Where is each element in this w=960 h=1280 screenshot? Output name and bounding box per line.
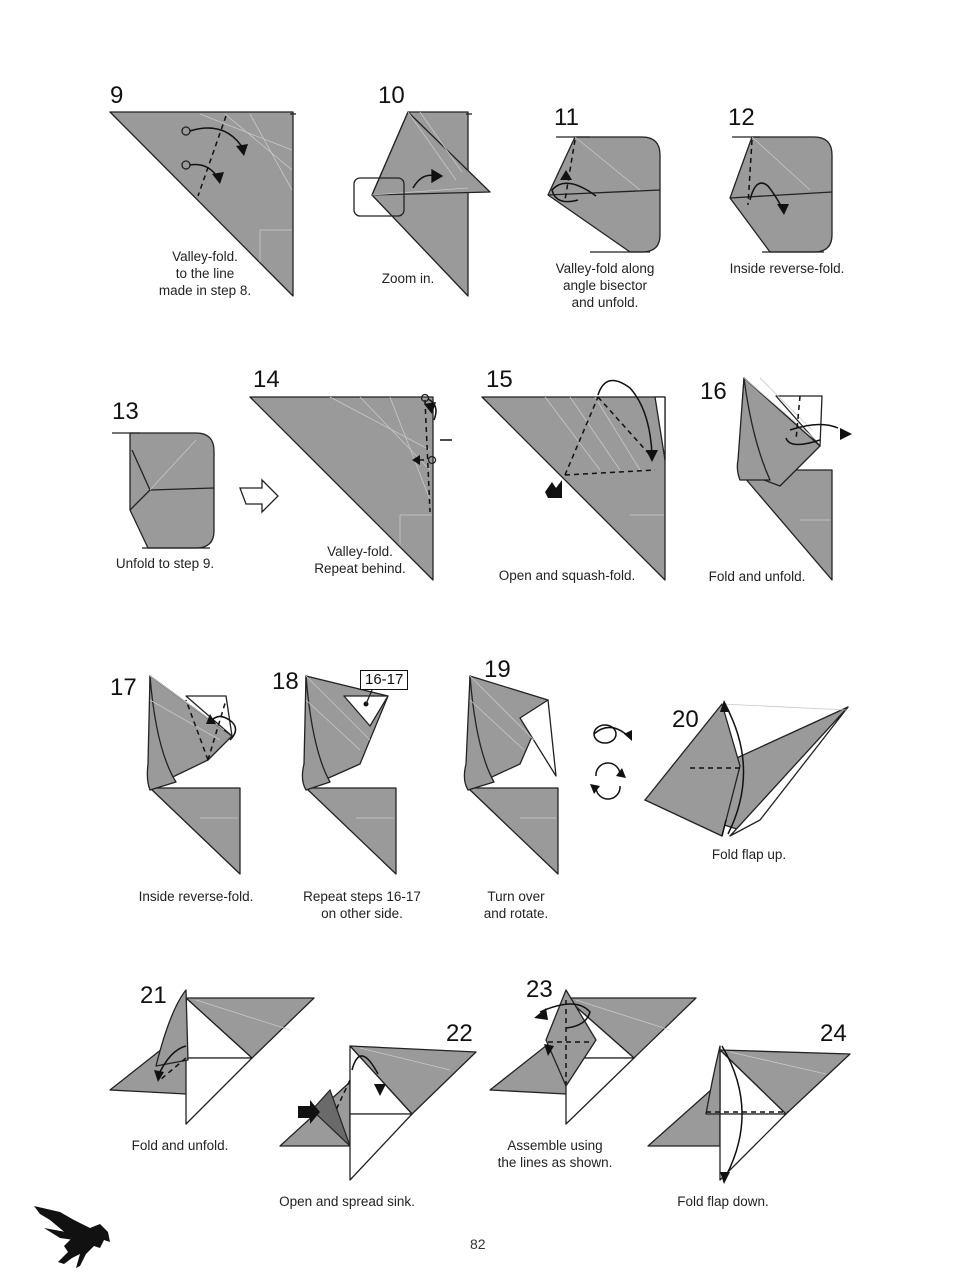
step-11-diagram	[547, 136, 661, 253]
step-number: 10	[378, 82, 405, 109]
step-caption: Inside reverse-fold.	[138, 889, 254, 904]
step-number: 11	[554, 104, 579, 131]
step-caption: Open and squash-fold.	[498, 568, 636, 583]
hollow-arrow-icon	[239, 478, 279, 514]
step-caption: Fold flap down.	[677, 1194, 769, 1209]
step-number: 17	[110, 674, 137, 701]
step-caption: Fold flap up.	[711, 847, 787, 862]
step-caption: Turn over and rotate.	[483, 889, 549, 921]
step-number: 15	[486, 366, 513, 393]
step-caption: Fold and unfold.	[708, 569, 806, 584]
step-24-diagram	[647, 1045, 851, 1184]
step-number: 19	[484, 656, 511, 683]
step-number: 12	[728, 104, 755, 131]
step-13-diagram	[112, 432, 279, 549]
step-number: 23	[526, 976, 553, 1003]
step-23-diagram	[489, 989, 697, 1125]
step-9-diagram	[109, 111, 296, 297]
step-caption: Zoom in.	[381, 271, 435, 286]
page-number: 82	[470, 1236, 486, 1252]
step-number: 16	[700, 378, 727, 405]
step-number: 18	[272, 668, 299, 695]
step-caption: Open and spread sink.	[279, 1194, 415, 1209]
step-number: 20	[672, 706, 699, 733]
step-15-diagram	[481, 379, 666, 581]
step-caption: Inside reverse-fold.	[729, 261, 845, 276]
step-21-diagram	[109, 989, 315, 1125]
turn-over-icon	[593, 724, 632, 744]
step-17-diagram	[146, 675, 241, 875]
step-number: 13	[112, 398, 139, 425]
step-16-diagram	[736, 377, 852, 581]
step-12-diagram	[729, 136, 833, 253]
step-20-diagram	[644, 700, 849, 837]
step-caption: Unfold to step 9.	[115, 556, 215, 571]
step-reference-box: 16-17	[360, 670, 409, 690]
step-caption: Valley-fold. to the line made in step 8.	[158, 249, 252, 298]
step-number: 21	[140, 982, 167, 1009]
step-number: 24	[820, 1020, 847, 1047]
step-number: 14	[253, 366, 280, 393]
step-caption: Fold and unfold.	[131, 1138, 229, 1153]
step-14-diagram	[249, 393, 452, 581]
step-caption: Repeat steps 16-17 on other side.	[303, 889, 421, 921]
pegasus-silhouette-icon	[34, 1206, 110, 1268]
step-number: 22	[446, 1020, 473, 1047]
step-caption: Valley-fold along angle bisector and unf…	[555, 261, 655, 310]
step-19-diagram	[463, 675, 559, 875]
step-caption: Valley-fold. Repeat behind.	[314, 544, 406, 576]
step-18-diagram	[301, 675, 397, 875]
step-22-diagram	[279, 1045, 477, 1181]
step-10-diagram	[353, 111, 491, 297]
step-number: 9	[110, 82, 124, 109]
step-caption: Assemble using the lines as shown.	[497, 1138, 613, 1170]
rotate-icon	[590, 762, 626, 800]
